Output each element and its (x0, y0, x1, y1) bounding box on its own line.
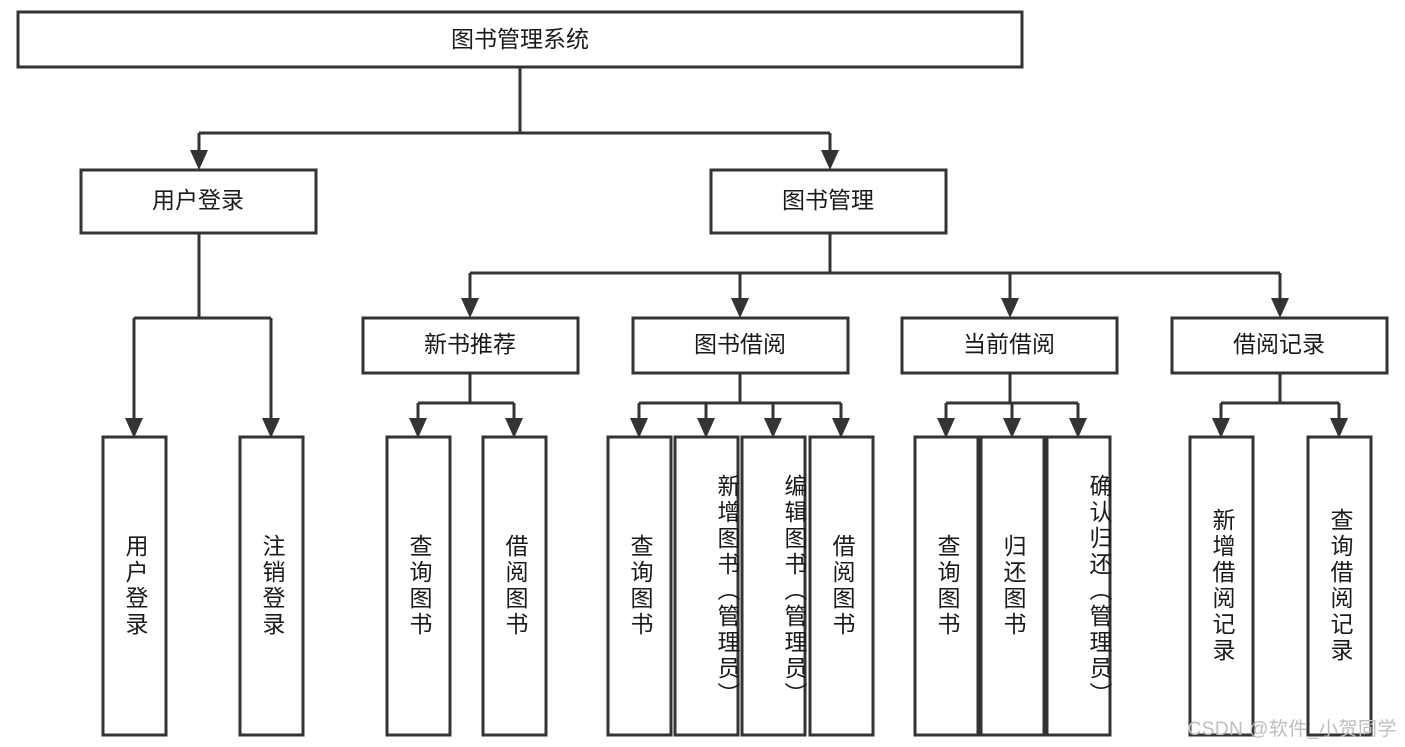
node-borrow-record-box[interactable] (1170, 316, 1389, 375)
node-borrow-record[interactable]: 借阅记录 (1170, 316, 1389, 375)
node-root-label: 图书管理系统 (451, 26, 589, 52)
leaf-box-current-borrow-1[interactable] (913, 435, 980, 737)
arrow-leaf-user-login-2 (262, 418, 280, 438)
leaf-box-new-book-2[interactable] (481, 435, 548, 737)
arrow-to-new-book (461, 298, 479, 318)
csdn-watermark: CSDN @软件_小贺同学 (1187, 719, 1397, 740)
node-book-manage-box[interactable] (709, 168, 948, 235)
node-borrow-record-label: 借阅记录 (1233, 331, 1325, 357)
arrow-leaf-new-book-2 (505, 418, 523, 438)
leaf-box-borrow-record-1[interactable] (1188, 435, 1255, 737)
arrow-to-borrow-record (1271, 298, 1289, 318)
arrow-leaf-book-borrow-4 (832, 418, 850, 438)
arrow-leaf-new-book-1 (409, 418, 427, 438)
node-root-box[interactable] (16, 10, 1024, 69)
arrow-leaf-book-borrow-3 (764, 418, 782, 438)
node-user-login-box[interactable] (79, 168, 318, 235)
arrow-to-user-login (190, 150, 208, 170)
arrow-leaf-book-borrow-1 (630, 418, 648, 438)
node-book-borrow[interactable]: 图书借阅 (631, 316, 850, 375)
node-current-borrow-label: 当前借阅 (963, 331, 1055, 357)
node-book-manage[interactable]: 图书管理 (709, 168, 948, 235)
leaf-box-book-borrow-2[interactable] (673, 435, 740, 737)
arrow-leaf-user-login-1 (125, 418, 143, 438)
arrow-leaf-current-borrow-3 (1069, 418, 1087, 438)
node-new-book-recommend[interactable]: 新书推荐 (361, 316, 580, 375)
leaf-box-user-login-1[interactable] (101, 435, 168, 737)
node-book-borrow-box[interactable] (631, 316, 850, 375)
connector-layer (125, 67, 1348, 438)
arrow-leaf-borrow-record-2 (1330, 418, 1348, 438)
arrow-leaf-current-borrow-2 (1003, 418, 1021, 438)
arrow-leaf-current-borrow-1 (937, 418, 955, 438)
node-book-borrow-label: 图书借阅 (694, 331, 786, 357)
node-new-book-recommend-label: 新书推荐 (424, 331, 516, 357)
arrow-to-current-borrow (1001, 298, 1019, 318)
leaf-box-book-borrow-3[interactable] (740, 435, 807, 737)
leaf-box-borrow-record-2[interactable] (1306, 435, 1373, 737)
node-book-manage-label: 图书管理 (782, 187, 874, 213)
node-current-borrow[interactable]: 当前借阅 (900, 316, 1119, 375)
arrow-to-book-borrow (731, 298, 749, 318)
leaf-box-current-borrow-3[interactable] (1045, 435, 1112, 737)
leaf-box-book-borrow-4[interactable] (808, 435, 875, 737)
node-current-borrow-box[interactable] (900, 316, 1119, 375)
arrow-leaf-book-borrow-2 (697, 418, 715, 438)
leaf-box-current-borrow-2[interactable] (979, 435, 1046, 737)
arrow-to-book-manage (821, 150, 839, 170)
node-layer: 图书管理系统 用户登录 图书管理 新书推荐 图书借阅 当前 (16, 10, 1389, 737)
leaf-box-user-login-2[interactable] (238, 435, 305, 737)
node-user-login[interactable]: 用户登录 (79, 168, 318, 235)
leaf-box-book-borrow-1[interactable] (606, 435, 673, 737)
node-user-login-label: 用户登录 (152, 187, 244, 213)
leaf-box-new-book-1[interactable] (385, 435, 452, 737)
node-root[interactable]: 图书管理系统 (16, 10, 1024, 69)
arrow-leaf-borrow-record-1 (1212, 418, 1230, 438)
node-new-book-recommend-box[interactable] (361, 316, 580, 375)
